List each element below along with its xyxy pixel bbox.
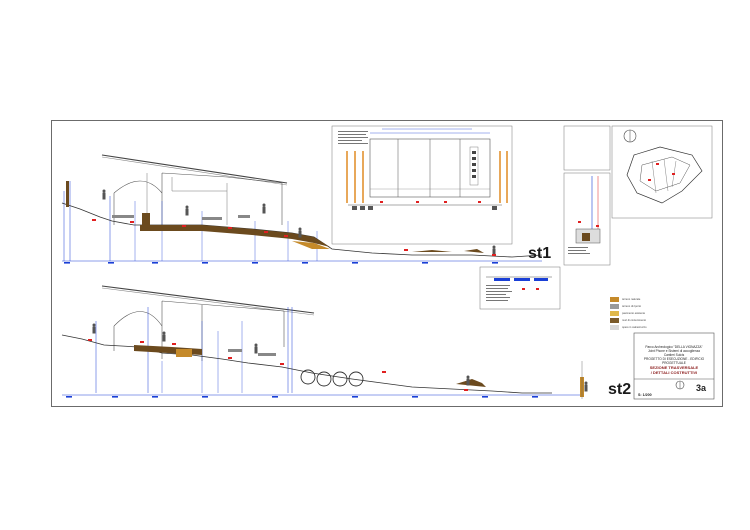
section-st1 xyxy=(61,154,543,264)
detail-panel-elevation xyxy=(331,125,513,245)
legend-label: pavimento esistente xyxy=(622,312,646,315)
architectural-drawing xyxy=(61,125,715,400)
legend-item: terreno di riporto xyxy=(610,304,641,309)
axonometric-detail xyxy=(611,125,713,219)
section-label-st2: st2 xyxy=(608,381,632,398)
scale-label: S: 1/200 xyxy=(638,393,652,397)
legend-item: opere in calcestruzzo xyxy=(610,325,647,330)
detail-column xyxy=(563,125,611,266)
title-line: Joint Phone e Sistemi di accoglienza xyxy=(648,349,700,353)
legend-label: opere in calcestruzzo xyxy=(622,326,647,329)
height-scale xyxy=(580,361,584,399)
title-block-project: Parco Archeologico "DELLA VIGNAZZA" Join… xyxy=(636,345,712,365)
title-heading-1: SEZIONE TRASVERSALE xyxy=(649,365,699,370)
legend-swatch xyxy=(610,311,619,316)
title-heading-2: / DETTALI COSTRUTTIVI xyxy=(650,370,698,375)
sheet-number: 3a xyxy=(696,383,707,393)
legend-item: muri di contenimento xyxy=(610,318,646,323)
legend: terreno naturale terreno di riporto pavi… xyxy=(610,297,720,333)
legend-label: muri di contenimento xyxy=(622,319,647,322)
detail-panel-plan xyxy=(479,266,561,310)
title-block-heading: SEZIONE TRASVERSALE / DETTALI COSTRUTTIV… xyxy=(636,365,712,375)
section-st2 xyxy=(61,285,588,398)
drawing-sheet: st1 st2 terreno naturale terreno di ripo… xyxy=(51,120,723,407)
title-line: PROGETTO DI ESECUZIONE - EDIFICIO PROGET… xyxy=(643,357,705,365)
legend-item: pavimento esistente xyxy=(610,311,645,316)
legend-swatch xyxy=(610,325,619,330)
legend-item: terreno naturale xyxy=(610,297,640,302)
legend-label: terreno di riporto xyxy=(622,305,642,308)
legend-label: terreno naturale xyxy=(622,298,641,301)
title-block-frame xyxy=(633,332,715,400)
title-line: Parco Archeologico "DELLA VIGNAZZA" xyxy=(645,345,703,349)
legend-swatch xyxy=(610,297,619,302)
section-label-st1: st1 xyxy=(528,245,552,262)
legend-swatch xyxy=(610,318,619,323)
legend-swatch xyxy=(610,304,619,309)
title-line: Cantieri Sulcis xyxy=(663,353,685,357)
